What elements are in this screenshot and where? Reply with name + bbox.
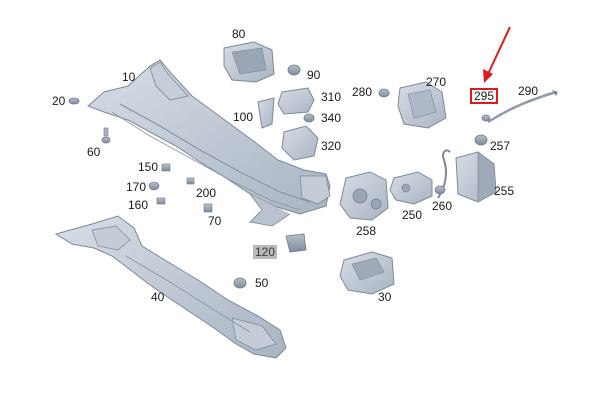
label-part-100[interactable]: 100 (233, 110, 254, 124)
label-part-150[interactable]: 150 (138, 160, 159, 174)
part-255-control-unit (455, 151, 497, 203)
label-part-160[interactable]: 160 (128, 198, 149, 212)
label-part-30[interactable]: 30 (378, 290, 392, 304)
part-160-clip (156, 197, 166, 205)
part-10-cowl-panel (87, 59, 331, 227)
part-100-holder (257, 97, 275, 129)
part-295-clip (481, 114, 491, 122)
part-70-clip (203, 203, 213, 213)
label-part-255[interactable]: 255 (494, 184, 515, 198)
part-90-grommet (287, 64, 301, 76)
part-340-clip (303, 113, 315, 123)
label-part-40[interactable]: 40 (151, 290, 165, 304)
label-part-340[interactable]: 340 (321, 111, 342, 125)
label-part-120[interactable]: 120 (253, 245, 278, 259)
label-part-310[interactable]: 310 (321, 90, 342, 104)
part-257-nozzle (474, 134, 488, 146)
part-250-unit (389, 171, 433, 205)
label-part-200[interactable]: 200 (196, 186, 217, 200)
label-part-10[interactable]: 10 (122, 70, 136, 84)
label-part-290[interactable]: 290 (518, 84, 539, 98)
part-280-clip (378, 88, 390, 98)
label-part-80[interactable]: 80 (232, 27, 246, 41)
part-200-clip (186, 177, 195, 185)
part-20-clip (68, 97, 80, 105)
label-part-20[interactable]: 20 (52, 94, 66, 108)
part-320-bracket (281, 125, 319, 161)
part-50-clip (233, 277, 247, 289)
label-part-260[interactable]: 260 (432, 199, 453, 213)
part-120-block (285, 233, 307, 253)
part-40-cross-member (54, 215, 287, 359)
label-part-257[interactable]: 257 (490, 139, 511, 153)
label-part-258[interactable]: 258 (356, 224, 377, 238)
label-part-90[interactable]: 90 (307, 68, 321, 82)
highlight-arrow (483, 26, 511, 83)
label-part-250[interactable]: 250 (402, 208, 423, 222)
part-310-module (277, 87, 315, 115)
part-170-clip (148, 181, 160, 191)
label-part-60[interactable]: 60 (87, 145, 101, 159)
part-260-hose (434, 149, 451, 199)
part-270-cover (397, 81, 447, 129)
label-part-280[interactable]: 280 (352, 85, 373, 99)
part-150-clip (161, 163, 171, 172)
label-part-70[interactable]: 70 (208, 214, 222, 228)
label-part-270[interactable]: 270 (426, 75, 447, 89)
label-part-295-highlighted[interactable]: 295 (470, 88, 499, 104)
part-290-hose (487, 90, 558, 124)
part-258-pump (339, 171, 389, 221)
part-80-bracket (223, 41, 275, 83)
label-part-170[interactable]: 170 (126, 180, 147, 194)
part-30-housing (339, 251, 395, 295)
part-60-clip (101, 127, 111, 144)
label-part-320[interactable]: 320 (321, 139, 342, 153)
label-part-50[interactable]: 50 (255, 276, 269, 290)
